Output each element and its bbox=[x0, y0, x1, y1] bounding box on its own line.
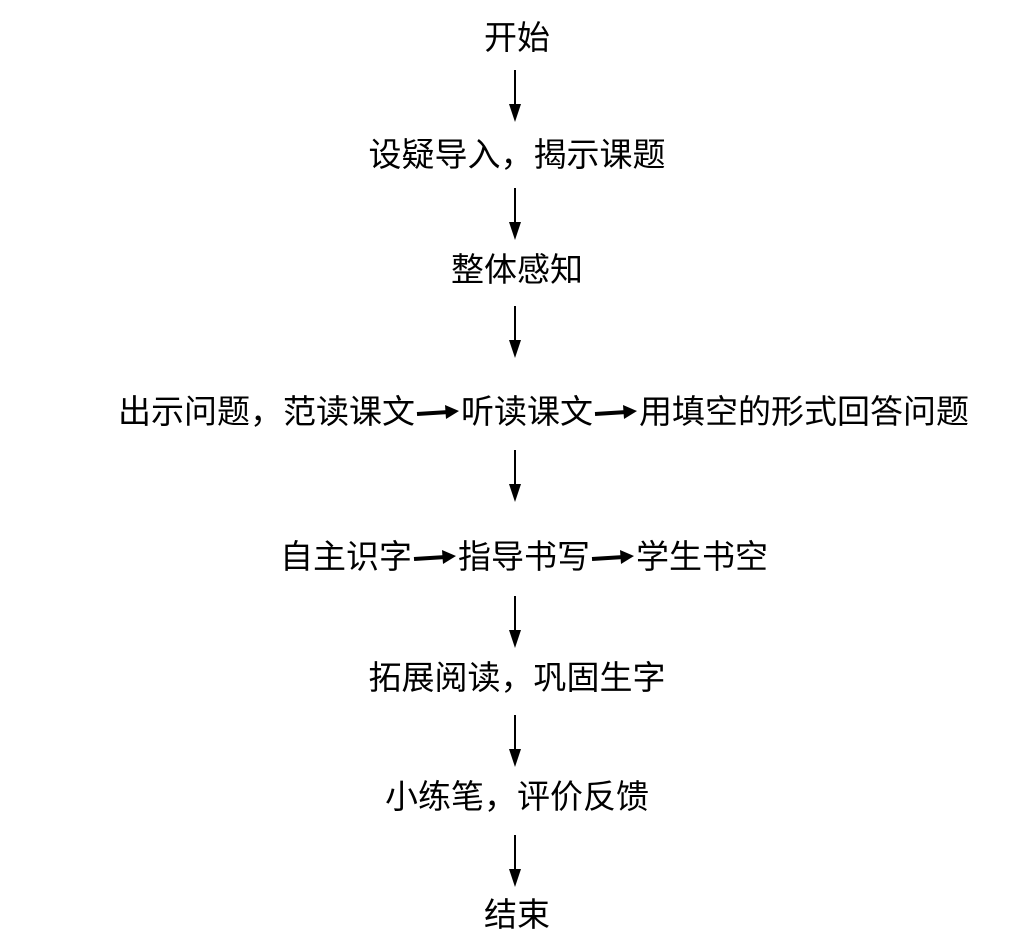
right-arrow-icon bbox=[415, 392, 461, 432]
down-arrow-icon bbox=[505, 70, 525, 122]
node-step1: 设疑导入，揭示课题 bbox=[0, 135, 1034, 175]
node-step6: 小练笔，评价反馈 bbox=[0, 777, 1034, 817]
node-step5: 拓展阅读，巩固生字 bbox=[0, 658, 1034, 698]
node-step4-part2: 指导书写 bbox=[458, 537, 590, 576]
node-start-label: 开始 bbox=[484, 18, 550, 57]
node-step2-label: 整体感知 bbox=[451, 250, 583, 289]
right-arrow-icon bbox=[412, 537, 458, 577]
down-arrow-icon bbox=[505, 306, 525, 358]
down-arrow-icon bbox=[505, 835, 525, 887]
node-step4-part1: 自主识字 bbox=[280, 537, 412, 576]
node-step6-label: 小练笔，评价反馈 bbox=[385, 777, 649, 816]
node-step3-part2: 听读课文 bbox=[461, 392, 593, 431]
node-end-label: 结束 bbox=[484, 895, 550, 934]
right-arrow-icon bbox=[593, 392, 639, 432]
node-step3-part1: 出示问题，范读课文 bbox=[118, 392, 415, 431]
node-start: 开始 bbox=[0, 18, 1034, 58]
node-step1-label: 设疑导入，揭示课题 bbox=[368, 135, 666, 174]
node-step4: 自主识字 指导书写 学生书空 bbox=[280, 537, 768, 577]
node-step3: 出示问题，范读课文 听读课文 用填空的形式回答问题 bbox=[118, 392, 969, 432]
node-step3-part3: 用填空的形式回答问题 bbox=[639, 392, 969, 431]
node-step4-part3: 学生书空 bbox=[636, 537, 768, 576]
down-arrow-icon bbox=[505, 450, 525, 502]
node-end: 结束 bbox=[0, 895, 1034, 935]
down-arrow-icon bbox=[505, 596, 525, 648]
down-arrow-icon bbox=[505, 715, 525, 767]
node-step2: 整体感知 bbox=[0, 250, 1034, 290]
down-arrow-icon bbox=[505, 188, 525, 240]
node-step5-label: 拓展阅读，巩固生字 bbox=[368, 658, 666, 697]
right-arrow-icon bbox=[590, 537, 636, 577]
